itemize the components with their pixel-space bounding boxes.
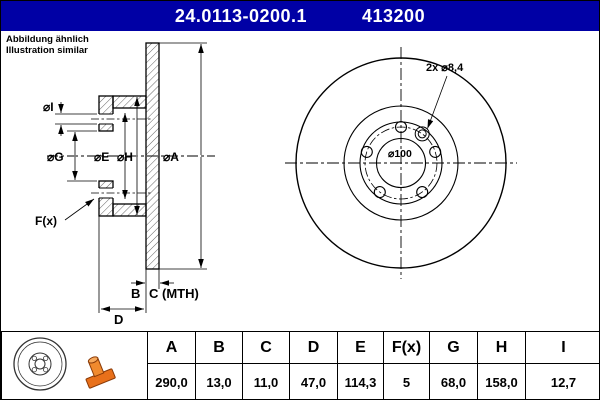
value-b: 13,0 (195, 363, 243, 399)
label-screw-holes: 2x ⌀8,4 (426, 62, 464, 74)
label-f: F(x) (35, 214, 57, 228)
hat-circle (343, 105, 459, 221)
label-d: D (114, 312, 123, 327)
note-line-en: Illustration similar (6, 45, 88, 57)
col-header-c: C (242, 331, 290, 364)
col-header-d: D (289, 331, 338, 364)
mounting-hole-section (91, 113, 153, 199)
value-e: 114,3 (337, 363, 384, 399)
value-i: 12,7 (525, 363, 599, 399)
label-dia-g: ⌀G (47, 150, 64, 164)
screw-hole-leader (427, 75, 448, 129)
label-dia-h: ⌀H (117, 150, 133, 164)
label-c: C (MTH) (149, 286, 199, 301)
col-header-e: E (337, 331, 384, 364)
col-header-h: H (477, 331, 526, 364)
col-header-a: A (147, 331, 196, 364)
product-thumbnail (1, 331, 148, 399)
note-line-de: Abbildung ähnlich (6, 34, 89, 45)
label-dia-e: ⌀E (94, 150, 109, 164)
dimension-table: A B C D E F(x) G H I 290,0 13,0 11,0 47,… (1, 331, 599, 399)
value-row: 290,0 13,0 11,0 47,0 114,3 5 68,0 158,0 … (2, 363, 599, 399)
technical-drawing: ⌀I ⌀G ⌀E ⌀H ⌀A F(x) B C (MTH) D (35, 42, 517, 327)
label-dia-i: ⌀I (43, 100, 54, 114)
label-b: B (131, 286, 140, 301)
dimension-lines (55, 42, 207, 313)
type-number: 413200 (362, 5, 426, 26)
test-stamp-icon (85, 356, 116, 389)
col-header-g: G (429, 331, 478, 364)
bolt-circle (364, 126, 438, 200)
label-dia-a: ⌀A (163, 150, 179, 164)
col-header-b: B (195, 331, 243, 364)
label-bolt-circle: ⌀100 (388, 148, 412, 160)
set-screw-hole (414, 126, 430, 142)
value-d: 47,0 (289, 363, 338, 399)
value-g: 68,0 (429, 363, 478, 399)
outer-diameter-circle (295, 57, 507, 269)
similarity-note: Abbildung ähnlich Illustration similar (6, 34, 89, 57)
title-bar: 24.0113-0200.1 413200 (1, 1, 599, 31)
bolt-holes (360, 120, 442, 199)
value-f: 5 (383, 363, 430, 399)
part-number: 24.0113-0200.1 (174, 5, 308, 26)
brake-disc-thumbnail (12, 337, 116, 391)
value-h: 158,0 (477, 363, 526, 399)
center-bore-circle (375, 137, 427, 189)
value-c: 11,0 (242, 363, 290, 399)
col-header-f: F(x) (383, 331, 430, 364)
front-view: 2x ⌀8,4 ⌀100 (285, 47, 517, 279)
value-a: 290,0 (147, 363, 196, 399)
cross-section-view: ⌀I ⌀G ⌀E ⌀H ⌀A F(x) B C (MTH) D (35, 42, 215, 327)
col-header-i: I (525, 331, 599, 364)
